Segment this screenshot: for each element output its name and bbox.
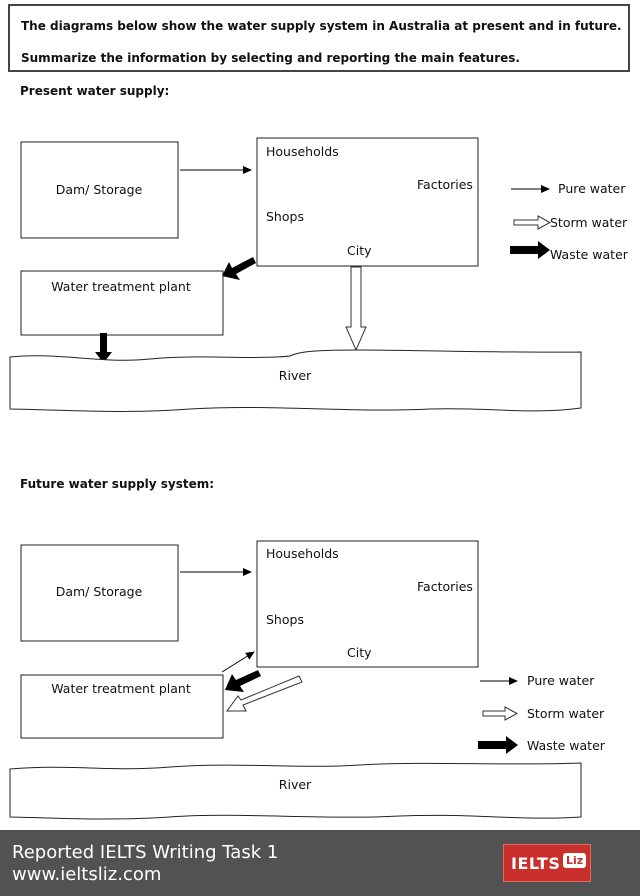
- future-waste-water-arrow-to-plant: [225, 670, 261, 692]
- legend-waste-water-arrow: [510, 241, 550, 259]
- present-diagram: Dam/ Storage Households Factories Shops …: [9, 137, 629, 412]
- present-section-title: Present water supply:: [20, 84, 170, 98]
- future-city-label: City: [347, 645, 372, 660]
- future-factories-label: Factories: [417, 579, 473, 594]
- task-description: The diagrams below show the water supply…: [21, 19, 622, 33]
- footer-banner: Reported IELTS Writing Task 1 www.ieltsl…: [0, 830, 640, 896]
- logo-main-text: IELTS: [511, 854, 561, 873]
- present-shops-label: Shops: [266, 209, 304, 224]
- future-diagram: Dam/ Storage Households Factories Shops …: [9, 540, 606, 820]
- present-city-box: [256, 137, 479, 267]
- present-storm-water-arrow: [345, 266, 367, 352]
- present-dam-label: Dam/ Storage: [56, 182, 143, 197]
- present-factories-label: Factories: [417, 177, 473, 192]
- future-legend-pure-water-label: Pure water: [527, 673, 595, 688]
- future-dam-box: [20, 544, 179, 642]
- future-dam-label: Dam/ Storage: [56, 584, 143, 599]
- ieltsliz-logo: IELTS Liz: [503, 844, 591, 882]
- legend-waste-water-label: Waste water: [550, 247, 629, 262]
- present-treatment-plant-box: [20, 270, 224, 336]
- future-river-shape: [9, 762, 582, 820]
- task-instructions-box: The diagrams below show the water supply…: [8, 4, 630, 72]
- legend-pure-water-label: Pure water: [558, 181, 626, 196]
- legend-storm-water-label: Storm water: [550, 215, 628, 230]
- future-treatment-plant-box: [20, 674, 224, 739]
- logo-tag-text: Liz: [563, 853, 587, 868]
- future-legend-waste-water-arrow: [478, 736, 518, 754]
- future-storm-water-arrow-to-plant: [226, 675, 303, 712]
- present-waste-water-arrow-to-plant: [222, 257, 256, 280]
- legend-storm-water-arrow: [513, 215, 552, 230]
- present-waste-water-arrow-to-river: [95, 333, 112, 363]
- future-legend-storm-water-label: Storm water: [527, 706, 605, 721]
- footer-website-link[interactable]: www.ieltsliz.com: [12, 864, 162, 885]
- future-households-label: Households: [266, 546, 339, 561]
- future-treatment-plant-label: Water treatment plant: [51, 681, 191, 696]
- present-treatment-plant-label: Water treatment plant: [51, 279, 191, 294]
- future-legend-waste-water-label: Waste water: [527, 738, 606, 753]
- present-households-label: Households: [266, 144, 339, 159]
- future-shops-label: Shops: [266, 612, 304, 627]
- future-legend-storm-water-arrow: [482, 706, 519, 721]
- present-city-label: City: [347, 243, 372, 258]
- task-instruction: Summarize the information by selecting a…: [21, 51, 520, 65]
- present-river-label: River: [279, 368, 312, 383]
- present-river-shape: [9, 349, 582, 412]
- future-section-title: Future water supply system:: [20, 477, 215, 491]
- future-pure-water-arrow-plant-to-city: [221, 651, 255, 673]
- footer-title: Reported IELTS Writing Task 1: [12, 842, 279, 863]
- future-city-box: [256, 540, 479, 668]
- present-dam-box: [20, 141, 179, 239]
- future-river-label: River: [279, 777, 312, 792]
